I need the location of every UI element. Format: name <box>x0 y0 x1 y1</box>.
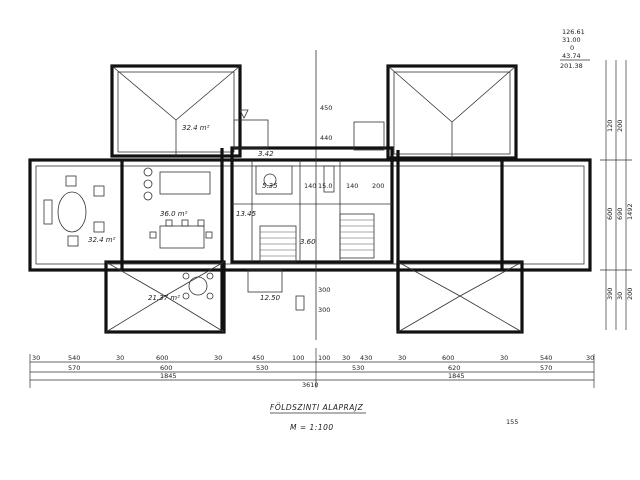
dim-r1-14: 30 <box>586 354 594 362</box>
corner-note: 155 <box>506 418 518 426</box>
bedroom-furniture <box>247 269 305 311</box>
right-dim-4: 1492 <box>626 203 634 220</box>
area-storage: 3.60 <box>300 238 316 246</box>
area-dining: 36.0 m² <box>160 210 188 218</box>
dim-r1-7: 100 <box>318 354 330 362</box>
calc-line-2: 0 <box>570 44 574 52</box>
title-block: FÖLDSZINTI ALAPRAJZ M = 1:100 155 <box>270 403 518 432</box>
dim-r1-9: 430 <box>360 354 372 362</box>
area-living: 32.4 m² <box>88 236 116 244</box>
mid-dim-4: 300 <box>318 286 330 294</box>
dim-r1-6: 100 <box>292 354 304 362</box>
mid-dim-1: 15.0 <box>318 182 332 190</box>
right-dim-7: 200 <box>626 288 634 300</box>
dim-r1-0: 30 <box>32 354 40 362</box>
dim-r2-0: 570 <box>68 364 80 372</box>
right-dim-0: 120 <box>606 120 614 132</box>
dim-r1-12: 30 <box>500 354 508 362</box>
calc-line-0: 126.61 <box>562 28 585 36</box>
room-area-labels: 32.4 m² 32.4 m² 36.0 m² 21.37 m² 13.45 5… <box>88 124 316 302</box>
living-furniture <box>43 175 105 247</box>
area-terrace: 21.37 m² <box>148 294 180 302</box>
area-gable-left: 32.4 m² <box>182 124 210 132</box>
upper-right-wing <box>386 64 518 160</box>
mid-dim-6: 450 <box>320 104 332 112</box>
calc-line-1: 31.00 <box>562 36 581 44</box>
right-dim-2: 600 <box>606 208 614 220</box>
dim-r1-5: 450 <box>252 354 264 362</box>
dim-r2-4: 620 <box>448 364 460 372</box>
dim-total: 3610 <box>302 381 319 389</box>
dim-r2-1: 600 <box>160 364 172 372</box>
dim-r3-0: 1845 <box>160 372 177 380</box>
main-body <box>28 50 592 340</box>
mid-dim-0: 140 <box>304 182 316 190</box>
right-dim-3: 690 <box>616 208 624 220</box>
terrace-furniture <box>182 272 214 300</box>
dim-r1-11: 600 <box>442 354 454 362</box>
dim-r2-5: 570 <box>540 364 552 372</box>
dim-r2-3: 530 <box>352 364 364 372</box>
corner-calculation: 126.61 31.00 0 43.74 201.38 <box>560 28 590 70</box>
mid-dim-3: 200 <box>372 182 384 190</box>
area-stair: 12.50 <box>260 294 281 302</box>
area-hall: 13.45 <box>236 210 257 218</box>
lower-left-terrace <box>104 260 226 334</box>
bottom-dimension-chain: 30 540 30 600 30 450 100 100 30 430 30 6… <box>29 348 595 389</box>
drawing-title: FÖLDSZINTI ALAPRAJZ <box>270 403 364 412</box>
dim-r1-2: 30 <box>116 354 124 362</box>
lower-right-terrace <box>396 260 524 334</box>
area-bath: 5.35 <box>262 182 278 190</box>
mid-dim-2: 140 <box>346 182 358 190</box>
drawing-scale: M = 1:100 <box>290 423 334 432</box>
calc-line-4: 201.38 <box>560 62 583 70</box>
right-dim-5: 390 <box>606 288 614 300</box>
right-dim-1: 200 <box>616 120 624 132</box>
dim-r1-3: 600 <box>156 354 168 362</box>
right-dimension-chain: 120 200 600 690 1492 390 30 200 <box>600 60 634 330</box>
mid-dimension-notes: 140 15.0 140 200 300 300 450 440 <box>304 104 384 314</box>
dim-r3-1: 1845 <box>448 372 465 380</box>
mid-dim-7: 440 <box>320 134 332 142</box>
dim-r1-1: 540 <box>68 354 80 362</box>
dim-r1-8: 30 <box>342 354 350 362</box>
right-dim-6: 30 <box>616 292 624 300</box>
calc-line-3: 43.74 <box>562 52 581 60</box>
upper-left-wing <box>110 64 242 158</box>
staircase <box>259 213 375 263</box>
mid-dim-5: 300 <box>318 306 330 314</box>
dim-r2-2: 530 <box>256 364 268 372</box>
dim-r1-10: 30 <box>398 354 406 362</box>
dim-r1-4: 30 <box>214 354 222 362</box>
dining-furniture <box>143 167 213 249</box>
dim-r1-13: 540 <box>540 354 552 362</box>
center-core <box>230 109 394 264</box>
area-wc: 3.42 <box>258 150 274 158</box>
